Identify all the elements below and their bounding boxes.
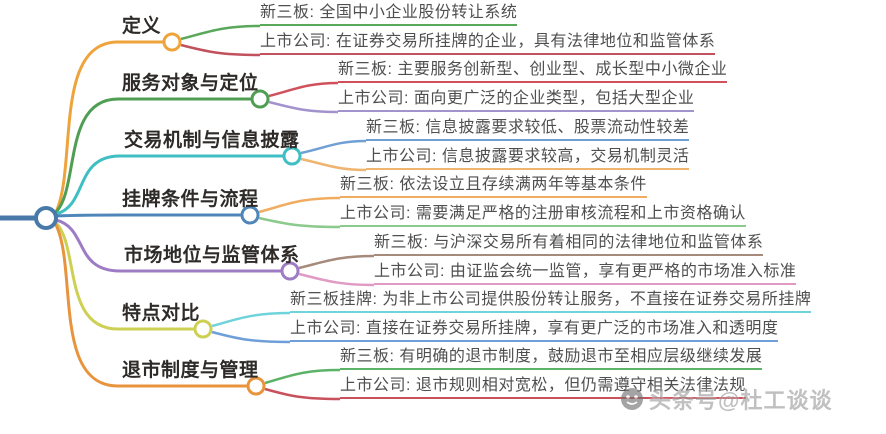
topic-circle-features[interactable] [193,319,213,339]
leaf-status-neeq[interactable]: 新三板: 与沪深交易所有着相同的法律地位和监管体系 [374,234,764,256]
leaf-line-delisting-neeq [264,368,341,385]
leaf-delisting-listed[interactable]: 上市公司: 退市规则相对宽松，但仍需遵守相关法律法规 [340,377,746,399]
leaf-service-listed[interactable]: 上市公司: 面向更广泛的企业类型，包括大型企业 [338,90,695,112]
leaf-trading-neeq[interactable]: 新三板: 信息披露要求较低、股票流动性较差 [366,119,690,141]
leaf-service-neeq[interactable]: 新三板: 主要服务创新型、创业型、成长型中小微企业 [338,61,728,83]
leaf-line-definition-neeq [180,24,261,41]
topic-delisting[interactable]: 退市制度与管理 [122,360,259,381]
branch-line-service [53,97,251,215]
topic-features[interactable]: 特点对比 [122,303,201,324]
leaf-line-definition-listed [180,43,261,57]
topic-circle-delisting[interactable] [246,376,266,396]
root-node-circle[interactable] [34,206,58,230]
topic-trading[interactable]: 交易机制与信息披露 [124,130,300,151]
leaf-status-listed[interactable]: 上市公司: 由证监会统一监管，享有更严格的市场准入标准 [374,263,797,285]
topic-circle-trading[interactable] [282,146,302,166]
branch-line-listing [55,213,241,218]
leaf-line-service-listed [268,100,339,114]
branch-line-status [55,218,281,273]
topic-circle-listing[interactable] [240,205,260,225]
branch-line-definition [53,40,163,215]
leaf-line-status-neeq [298,254,375,270]
leaf-line-features-listed [211,330,291,344]
leaf-line-listing-neeq [258,196,341,214]
leaf-definition-listed[interactable]: 上市公司: 在证券交易所挂牌的企业，具有法律地位和监管体系 [260,33,716,55]
leaf-features-listed[interactable]: 上市公司: 直接在证券交易所挂牌，享有更广泛的市场准入和透明度 [290,320,779,342]
leaf-listing-listed[interactable]: 上市公司: 需要满足严格的注册审核流程和上市资格确认 [340,205,746,227]
topic-status[interactable]: 市场地位与监管体系 [124,245,300,266]
branch-line-delisting [53,222,247,388]
leaf-line-trading-neeq [300,139,367,155]
topic-circle-service[interactable] [250,89,270,109]
leaf-listing-neeq[interactable]: 新三板: 依法设立且存续满两年等基本条件 [340,176,647,198]
leaf-line-status-listed [298,272,375,287]
topic-listing[interactable]: 挂牌条件与流程 [122,189,259,210]
topic-service[interactable]: 服务对象与定位 [122,73,259,94]
branch-line-trading [55,154,283,216]
topic-definition[interactable]: 定义 [122,16,162,37]
leaf-line-service-neeq [268,81,339,98]
leaf-definition-neeq[interactable]: 新三板: 全国中小企业股份转让系统 [260,4,518,26]
leaf-line-trading-listed [300,157,367,172]
leaf-line-listing-listed [258,216,341,229]
leaf-trading-listed[interactable]: 上市公司: 信息披露要求较高，交易机制灵活 [366,148,690,170]
leaf-line-features-neeq [211,311,291,328]
leaf-delisting-neeq[interactable]: 新三板: 有明确的退市制度，鼓励退市至相应层级继续发展 [340,348,763,370]
leaf-line-delisting-listed [264,387,341,401]
topic-circle-definition[interactable] [162,32,182,52]
leaf-features-neeq[interactable]: 新三板挂牌: 为非上市公司提供股份转让服务，不直接在证券交易所挂牌 [290,291,812,313]
branch-line-features [53,220,194,331]
topic-circle-status[interactable] [280,261,300,281]
